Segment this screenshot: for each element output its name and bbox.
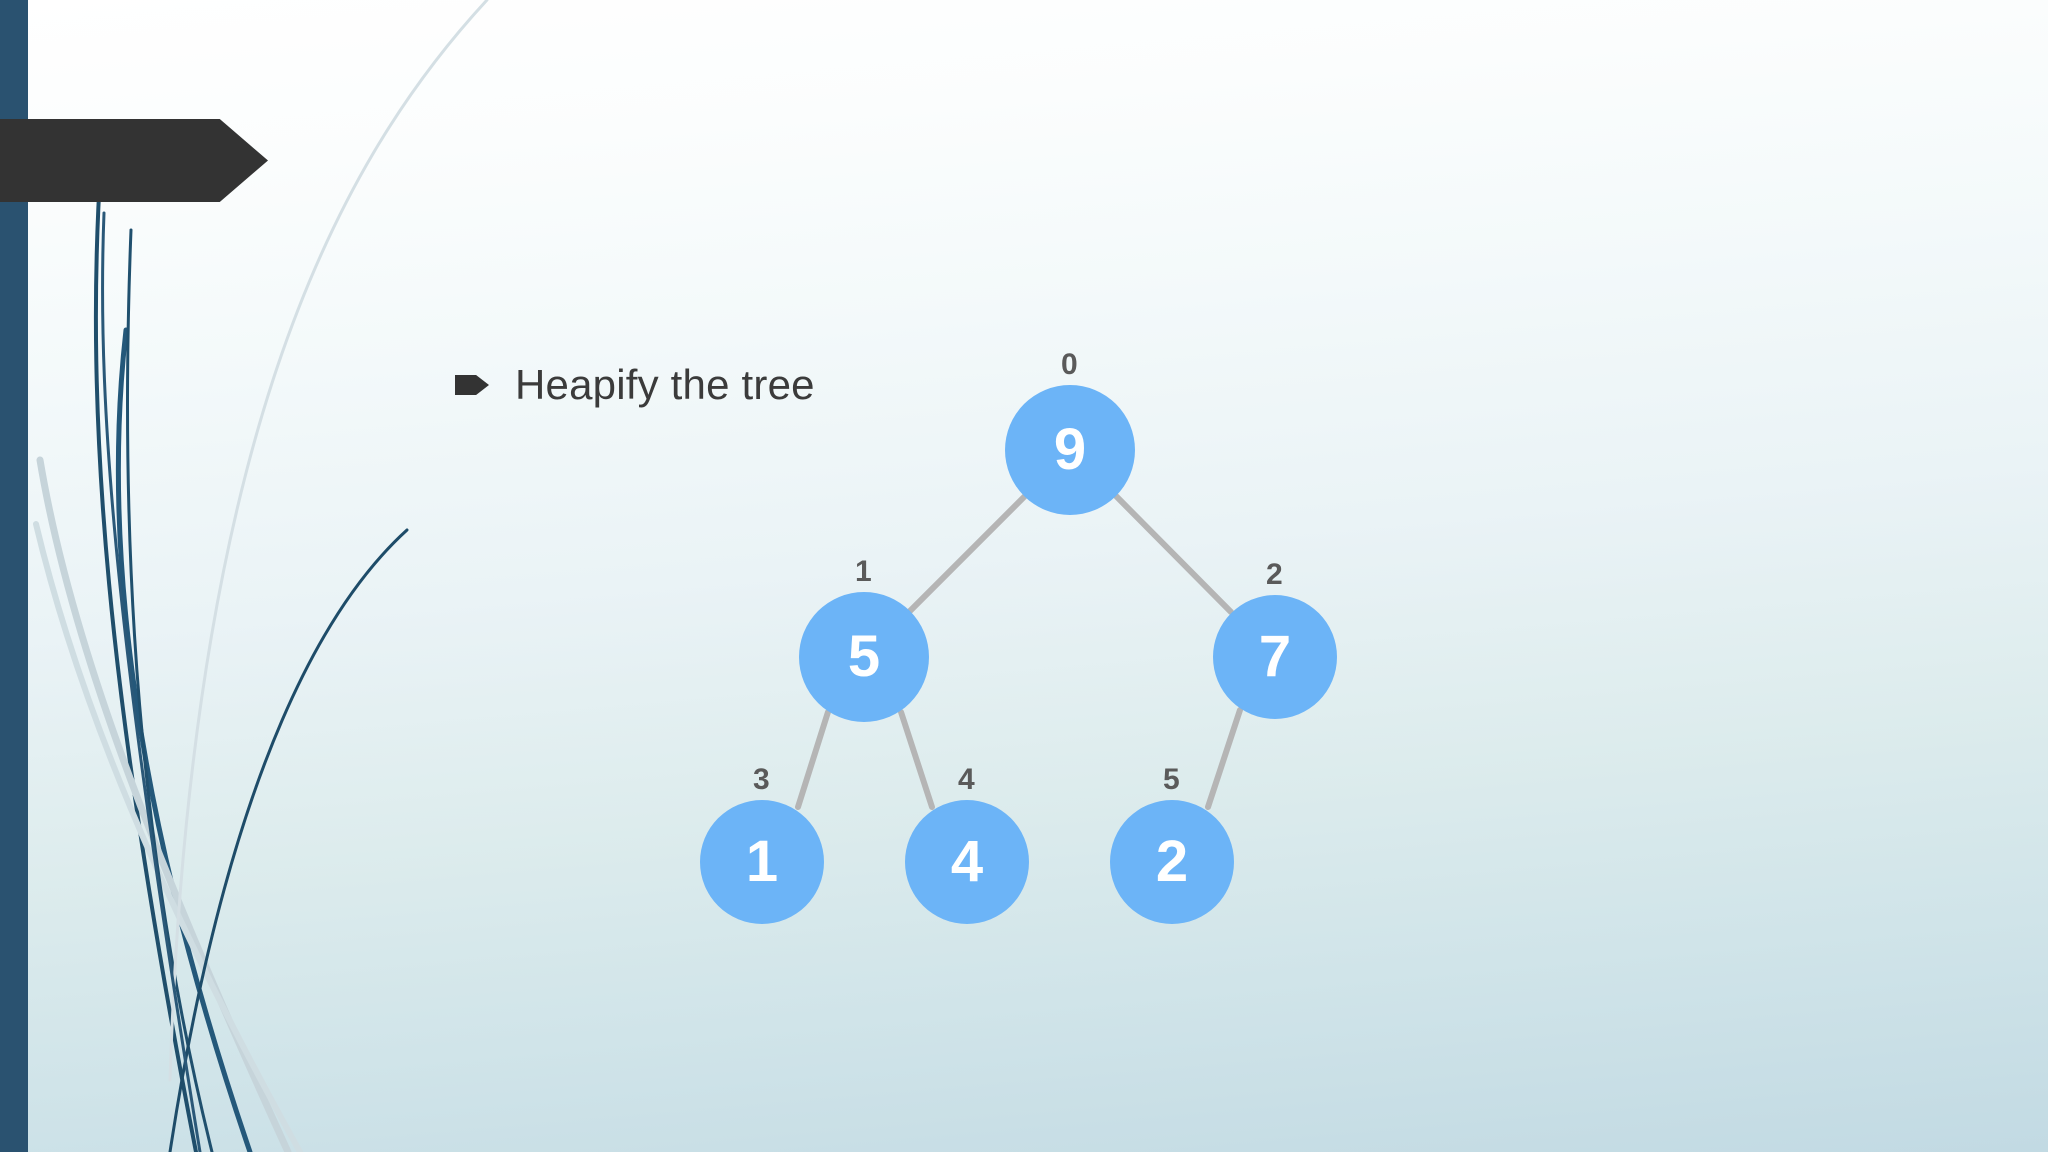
- pennant-arrow-bullet-icon: [455, 375, 489, 395]
- wisp-stroke-light-2: [33, 521, 303, 1152]
- tree-node-index-label-0: 0: [1061, 348, 1078, 381]
- tree-edge: [906, 493, 1028, 615]
- tree-node-5[interactable]: 2: [1110, 800, 1234, 924]
- tree-node-index-label-3: 3: [753, 763, 770, 796]
- tree-edge: [1113, 493, 1234, 615]
- bullet-text: Heapify the tree: [515, 361, 815, 408]
- tree-edge: [1205, 707, 1243, 810]
- bullet-line: Heapify the tree: [455, 364, 815, 406]
- tree-edge: [898, 709, 935, 810]
- tree-node-0[interactable]: 9: [1005, 385, 1135, 515]
- tree-node-value: 2: [1155, 829, 1189, 894]
- tree-edge-layer: [795, 493, 1243, 810]
- tree-node-value: 7: [1258, 624, 1292, 689]
- tree-node-index-label-5: 5: [1163, 763, 1180, 796]
- tree-node-3[interactable]: 1: [700, 800, 824, 924]
- tree-node-2[interactable]: 7: [1213, 595, 1337, 719]
- tree-node-1[interactable]: 5: [799, 592, 929, 722]
- tree-node-4[interactable]: 4: [905, 800, 1029, 924]
- tree-edge: [795, 709, 831, 810]
- tree-node-value: 4: [950, 829, 984, 894]
- wisp-stroke-dark-1: [93, 158, 198, 1152]
- wisp-stroke-light-1: [36, 456, 292, 1152]
- tree-node-index-label-2: 2: [1266, 558, 1283, 591]
- tree-node-index-label-4: 4: [958, 763, 975, 796]
- wisp-stroke-dark-3: [125, 228, 214, 1152]
- wisp-stroke-dark-4: [168, 528, 409, 1152]
- tree-node-value: 5: [847, 624, 881, 689]
- wisp-stroke-dark-2: [115, 327, 253, 1152]
- slide-title-banner: [0, 119, 268, 202]
- tree-node-value: 9: [1053, 417, 1087, 482]
- wisp-stroke-dark-5: [101, 211, 202, 1152]
- tree-node-value: 1: [745, 829, 779, 894]
- tree-node-index-label-1: 1: [855, 555, 872, 588]
- binary-tree-diagram: 9 0 5 1 7 2 1 3 4 4 2 5: [640, 320, 1400, 960]
